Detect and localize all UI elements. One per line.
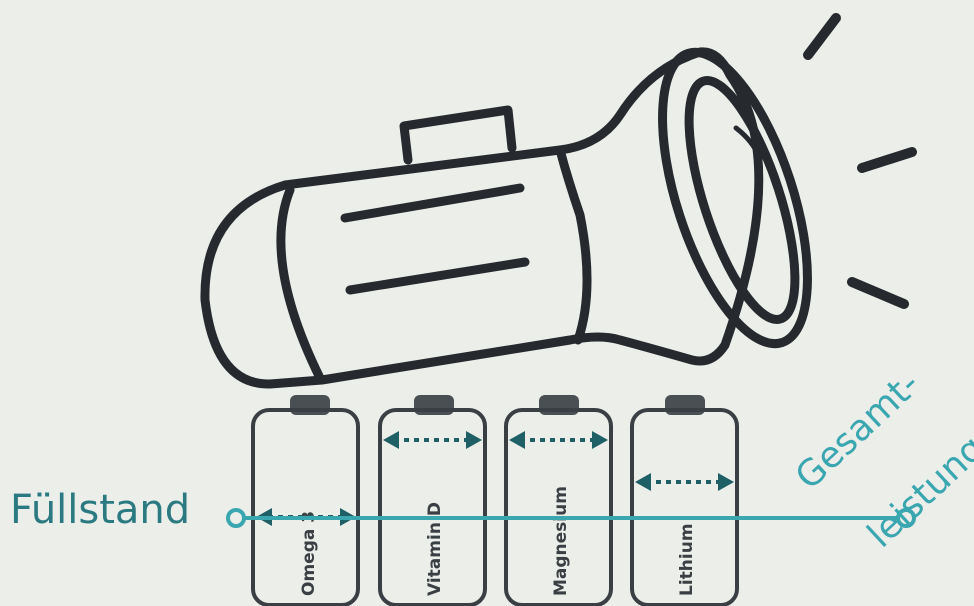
battery-label-omega3: Omega 3	[299, 511, 319, 596]
battery-label-magnesium: Magnesium	[551, 486, 571, 596]
fill-level-label: Füllstand	[10, 490, 190, 530]
light-ray-icons	[808, 18, 912, 304]
battery-group: Omega 3 Vitamin D Magnesium Lithium	[228, 395, 914, 605]
battery-label-lithium: Lithium	[677, 523, 697, 596]
flashlight-icon	[205, 36, 837, 384]
fill-level-start-marker	[228, 510, 244, 526]
